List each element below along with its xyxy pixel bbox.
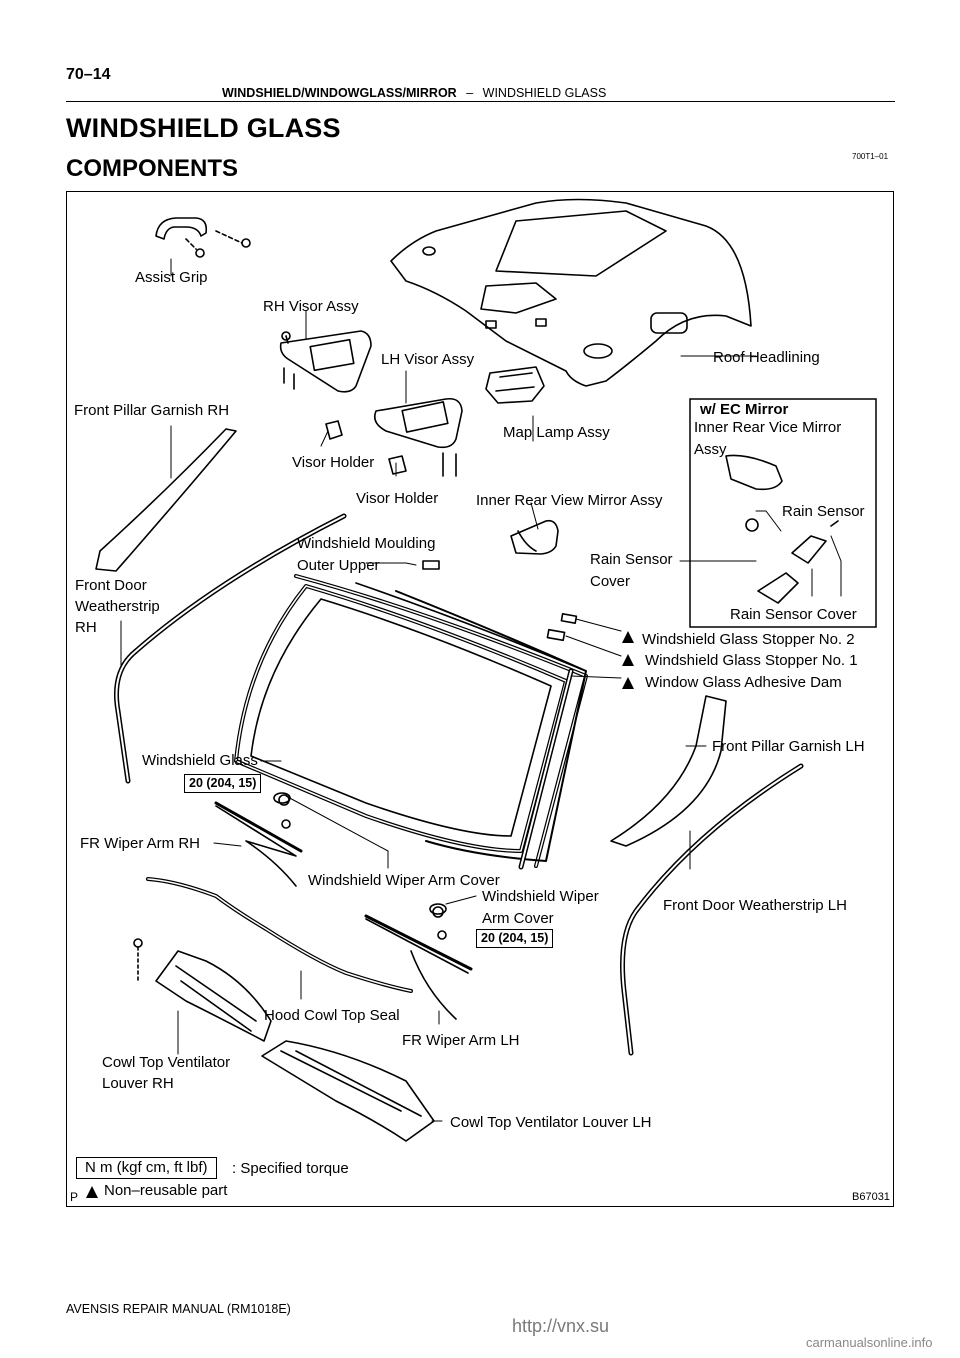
nonreusable-marks <box>86 631 634 1198</box>
label-rain-sensor-cover-1: Rain Sensor <box>590 551 673 568</box>
visor-holder-1-part <box>325 420 343 440</box>
section-header: WINDSHIELD/WINDOWGLASS/MIRROR – WINDSHIE… <box>222 86 606 100</box>
label-visor-holder-2: Visor Holder <box>356 490 439 507</box>
cowl-louver-lh-part <box>261 1040 435 1142</box>
label-fr-wiper-arm-lh: FR Wiper Arm LH <box>402 1032 520 1049</box>
label-rain-sensor-cover-box: Rain Sensor Cover <box>730 606 857 623</box>
label-stopper-2: Windshield Glass Stopper No. 2 <box>642 631 855 648</box>
wiper-arm-cover-rh-part <box>273 792 291 804</box>
label-assist-grip: Assist Grip <box>135 269 208 286</box>
footer-manual: AVENSIS REPAIR MANUAL (RM1018E) <box>66 1302 291 1316</box>
legend-torque-unit: N m (kgf cm, ft lbf) <box>76 1157 217 1179</box>
label-roof-headlining: Roof Headlining <box>713 349 820 366</box>
leader-lines <box>120 258 842 1122</box>
label-moulding-2: Outer Upper <box>297 557 380 574</box>
torque-rh: 20 (204, 15) <box>184 774 262 793</box>
triangle-mark-adhesive-dam <box>622 677 634 689</box>
header-rule <box>66 101 895 102</box>
label-wiper-arm-cover-1: Windshield Wiper Arm Cover <box>308 872 500 889</box>
windshield-glass-part <box>234 574 588 870</box>
lh-visor-part <box>373 397 463 477</box>
section-title: WINDSHIELD/WINDOWGLASS/MIRROR <box>222 86 457 100</box>
watermark-url[interactable]: http://vnx.su <box>512 1316 610 1336</box>
legend-torque-desc: : Specified torque <box>232 1160 349 1177</box>
label-wiper-arm-cover-2b: Arm Cover <box>482 910 554 927</box>
document-id: 700T1–01 <box>852 152 889 161</box>
cowl-louver-rh-part <box>133 938 272 1042</box>
label-front-door-ws-rh-1: Front Door <box>75 577 147 594</box>
label-stopper-1: Windshield Glass Stopper No. 1 <box>645 652 858 669</box>
label-cowl-louver-rh-1: Cowl Top Ventilator <box>102 1054 231 1071</box>
components-diagram <box>86 198 877 1198</box>
subsection-title: WINDSHIELD GLASS <box>482 86 607 100</box>
label-windshield-glass: Windshield Glass <box>142 752 258 769</box>
stopper-2-part <box>560 613 578 624</box>
page-title: WINDSHIELD GLASS <box>66 113 341 143</box>
inner-rear-view-mirror-part <box>510 519 559 555</box>
label-map-lamp: Map Lamp Assy <box>503 424 610 441</box>
watermark-site[interactable]: carmanualsonline.info <box>806 1335 933 1350</box>
triangle-mark-legend <box>86 1186 98 1198</box>
fr-wiper-arm-lh-part <box>364 906 473 1020</box>
label-inner-rear-vice-mirror-2: Assy <box>694 441 727 458</box>
map-lamp-part <box>485 366 545 404</box>
ec-mirror-box <box>689 398 877 628</box>
diagram-frame <box>66 191 894 1207</box>
label-front-door-ws-rh-2: Weatherstrip <box>75 598 160 615</box>
label-wiper-arm-cover-2a: Windshield Wiper <box>482 888 599 905</box>
label-rain-sensor-cover-2: Cover <box>590 573 631 590</box>
legend-nonreusable: Non–reusable part <box>104 1182 228 1199</box>
label-front-door-ws-rh-3: RH <box>75 619 97 636</box>
front-pillar-rh-part <box>95 428 237 572</box>
front-pillar-lh-part <box>610 695 727 847</box>
fr-wiper-arm-rh-part <box>214 794 303 887</box>
legend-p-mark: P <box>70 1190 79 1204</box>
assist-grip-part <box>155 217 251 258</box>
triangle-mark-stopper-1 <box>622 654 634 666</box>
wiper-arm-cover-lh-part <box>429 903 447 915</box>
label-adhesive-dam: Window Glass Adhesive Dam <box>645 674 842 691</box>
label-visor-holder-1: Visor Holder <box>292 454 375 471</box>
label-front-pillar-rh: Front Pillar Garnish RH <box>74 402 230 419</box>
label-hood-cowl-seal: Hood Cowl Top Seal <box>264 1007 400 1024</box>
header-separator: – <box>466 86 474 100</box>
ec-mirror-parts <box>725 454 839 604</box>
label-moulding-1: Windshield Moulding <box>297 535 436 552</box>
label-cowl-louver-rh-2: Louver RH <box>102 1075 174 1092</box>
stopper-1-part <box>546 628 566 642</box>
label-front-pillar-lh: Front Pillar Garnish LH <box>712 738 865 755</box>
label-cowl-louver-lh: Cowl Top Ventilator Louver LH <box>450 1114 652 1131</box>
label-rh-visor: RH Visor Assy <box>263 298 359 315</box>
label-ec-mirror-box-title: w/ EC Mirror <box>700 401 789 418</box>
label-front-door-ws-lh: Front Door Weatherstrip LH <box>663 897 847 914</box>
label-lh-visor: LH Visor Assy <box>381 351 475 368</box>
visor-holder-2-part <box>388 455 407 475</box>
roof-headlining-part <box>390 198 752 387</box>
label-rain-sensor: Rain Sensor <box>782 503 865 520</box>
label-fr-wiper-arm-rh: FR Wiper Arm RH <box>80 835 200 852</box>
moulding-clip-part <box>422 560 440 570</box>
figure-id: B67031 <box>852 1191 890 1203</box>
page-number: 70–14 <box>66 66 111 83</box>
rh-visor-part <box>279 330 372 393</box>
label-inner-rear-view-mirror: Inner Rear View Mirror Assy <box>476 492 663 509</box>
triangle-mark-stopper-2 <box>622 631 634 643</box>
torque-lh: 20 (204, 15) <box>476 929 554 948</box>
label-inner-rear-vice-mirror-1: Inner Rear Vice Mirror <box>694 419 842 436</box>
page-subtitle: COMPONENTS <box>66 155 239 182</box>
